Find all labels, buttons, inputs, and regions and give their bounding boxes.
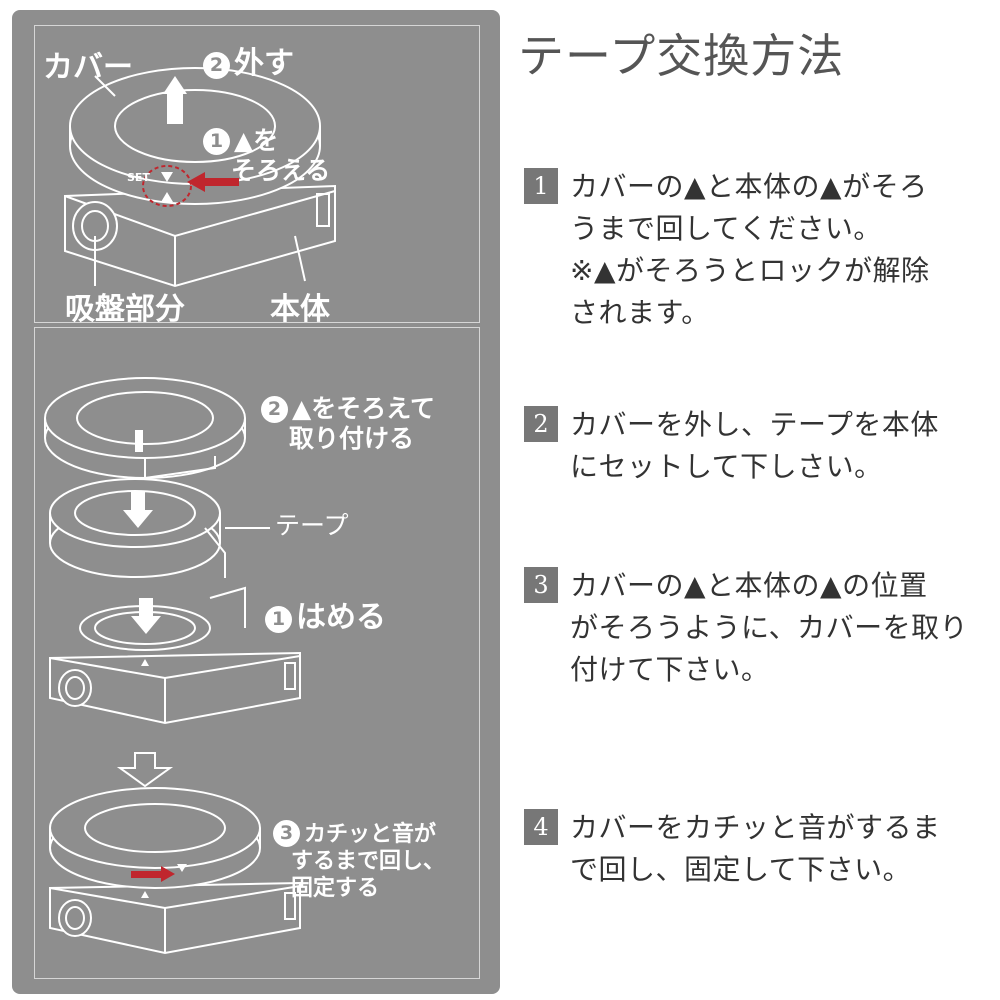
tape-label: テープ [275,511,349,540]
fit-text: はめる [296,600,386,635]
fix-step-number: 3 [273,820,300,847]
page-title: テープ交換方法 [518,29,845,83]
set-mark-label: SET [127,171,150,184]
remove-text: 外す [234,46,294,81]
step-text: カバーを外し、テープを本体 にセットして下しさい。 [570,408,939,483]
align-label: 1▲を そろえる [203,126,330,186]
step-number-badge: 1 [524,168,558,204]
fit-step-number: 1 [265,606,292,633]
attach-text-line2: 取り付ける [289,424,415,453]
step-number-badge: 3 [524,567,558,603]
fix-text-line2: するまで回し、 [291,849,446,874]
step-text: カバーの▲と本体の▲がそろ うまで回してください。 ※▲がそろうとロックが解除 … [570,170,930,329]
installation-diagram [44,377,301,955]
attach-label: 2▲をそろえて 取り付ける [261,394,435,454]
step-3: 3 カバーの▲と本体の▲の位置 がそろうように、カバーを取り 付けて下さい。 [524,565,994,691]
body-label: 本体 [270,292,330,327]
remove-step-number: 2 [203,52,230,79]
align-text-line2: そろえる [231,156,331,185]
align-step-number: 1 [203,128,230,155]
step-number-badge: 4 [524,809,558,845]
step-text: カバーをカチッと音がするま で回し、固定して下さい。 [570,811,941,886]
step-4: 4 カバーをカチッと音がするま で回し、固定して下さい。 [524,807,994,891]
step-number-badge: 2 [524,406,558,442]
step-2: 2 カバーを外し、テープを本体 にセットして下しさい。 [524,404,994,488]
fix-text-line3: 固定する [291,876,380,901]
fix-text-line1: カチッと音が [304,822,437,847]
step-text: カバーの▲と本体の▲の位置 がそろうように、カバーを取り 付けて下さい。 [570,569,969,686]
removal-diagram: SET [64,67,336,288]
attach-step-number: 2 [261,396,288,423]
attach-text-line1: ▲をそろえて [292,394,435,423]
suction-label: 吸盤部分 [65,292,185,327]
cover-label: カバー [43,50,133,85]
align-text-line1: ▲を [234,126,279,155]
step-1: 1 カバーの▲と本体の▲がそろ うまで回してください。 ※▲がそろうとロックが解… [524,166,994,334]
